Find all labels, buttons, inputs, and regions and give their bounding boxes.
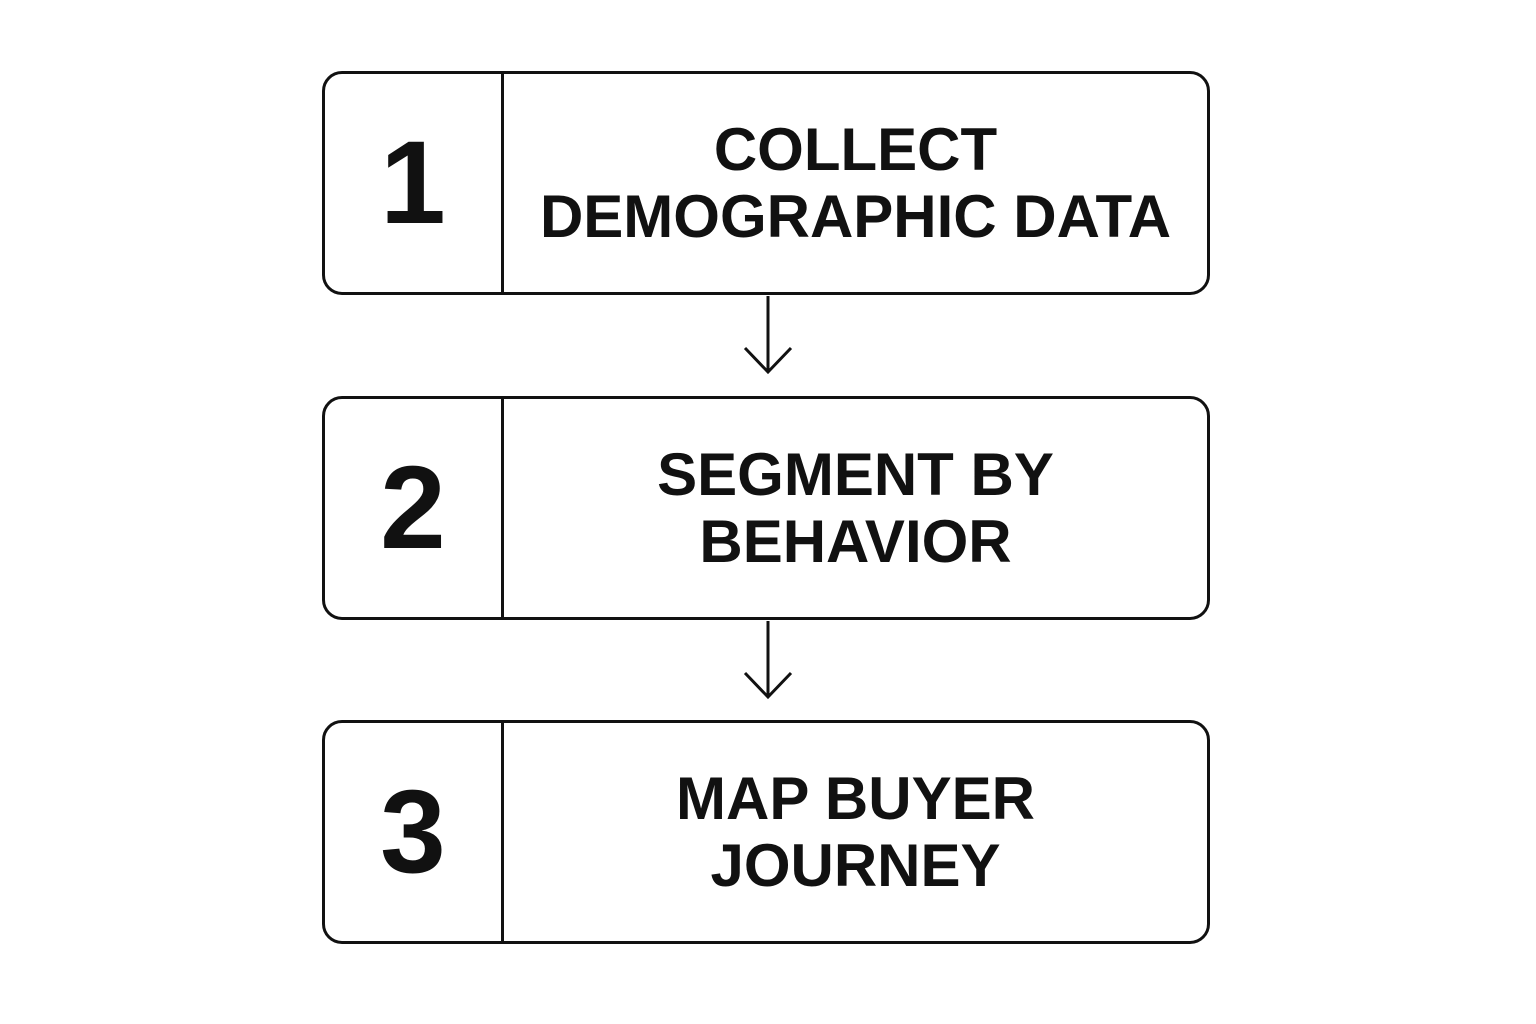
step-2-number: 2 <box>325 399 504 617</box>
arrow-down-icon <box>743 296 793 375</box>
arrow-down-icon <box>743 621 793 700</box>
step-3-number: 3 <box>325 723 504 941</box>
step-1-box: 1 COLLECT DEMOGRAPHIC DATA <box>322 71 1210 295</box>
step-1-number: 1 <box>325 74 504 292</box>
step-3-label: MAP BUYER JOURNEY <box>676 764 1035 899</box>
step-3-box: 3 MAP BUYER JOURNEY <box>322 720 1210 944</box>
step-1-label: COLLECT DEMOGRAPHIC DATA <box>539 115 1172 250</box>
step-2-box: 2 SEGMENT BY BEHAVIOR <box>322 396 1210 620</box>
step-2-label: SEGMENT BY BEHAVIOR <box>657 440 1054 575</box>
